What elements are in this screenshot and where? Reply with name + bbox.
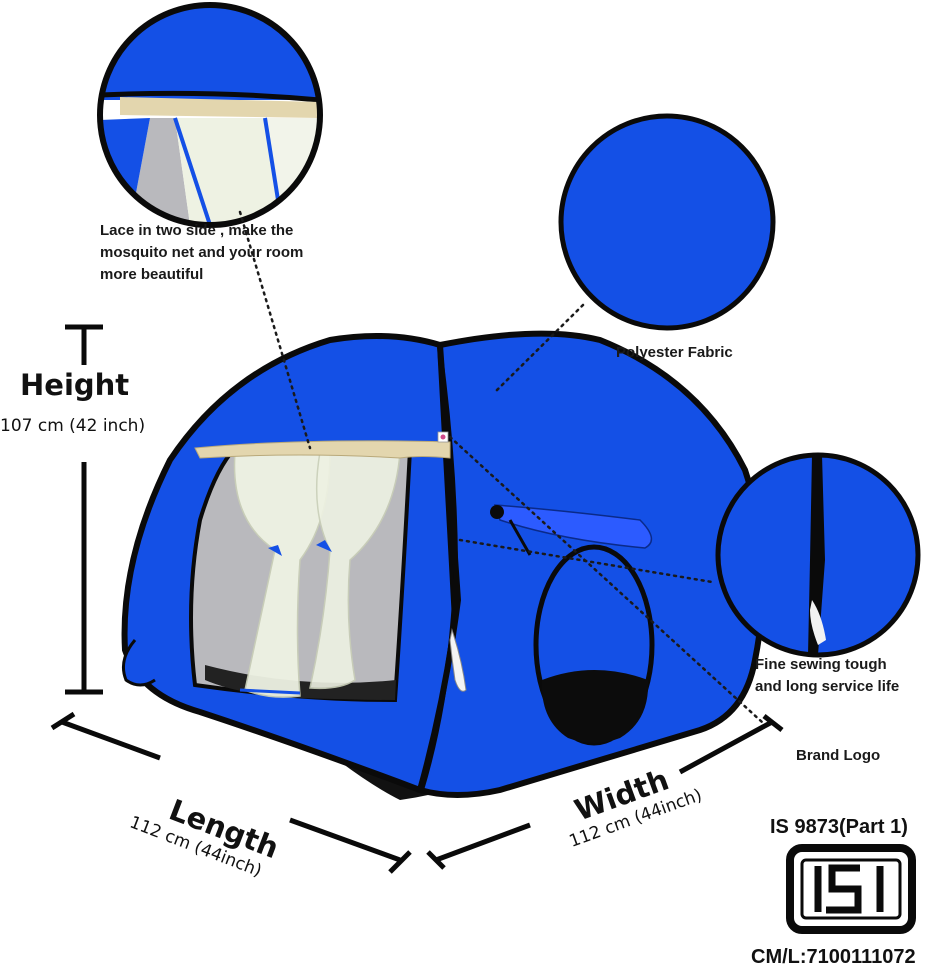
height-value: 107 cm (42 inch) xyxy=(0,416,146,436)
isi-standard: IS 9873(Part 1) xyxy=(770,816,908,838)
sewing-callout: Fine sewing tough and long service life xyxy=(755,654,945,698)
callout-lines xyxy=(238,210,764,724)
lace-strip xyxy=(194,440,451,459)
sewing-callout-line-2: and long service life xyxy=(755,678,900,695)
height-label: Height xyxy=(20,368,130,402)
fabric-callout: Polyester Fabric xyxy=(616,344,733,361)
lace-callout-line-2: mosquito net and your room xyxy=(100,244,304,261)
net-curtain-right xyxy=(309,451,401,690)
zoom-circle-fabric xyxy=(558,113,776,331)
isi-license: CM/L:7100111072 xyxy=(751,946,916,968)
lace-callout-line-1: Lace in two side , make the xyxy=(100,222,294,239)
dimension-lines xyxy=(50,324,784,874)
sewing-callout-line-1: Fine sewing tough xyxy=(755,656,887,673)
tent xyxy=(121,330,766,800)
lace-callout-line-3: more beautiful xyxy=(100,266,204,283)
zoom-circle-sewing xyxy=(715,452,921,658)
isi-mark xyxy=(786,844,916,934)
net-curtain-left xyxy=(233,451,331,698)
zoom-circle-lace xyxy=(97,2,323,228)
brand-logo-callout: Brand Logo xyxy=(796,747,881,764)
lace-callout: Lace in two side , make the mosquito net… xyxy=(100,220,360,286)
